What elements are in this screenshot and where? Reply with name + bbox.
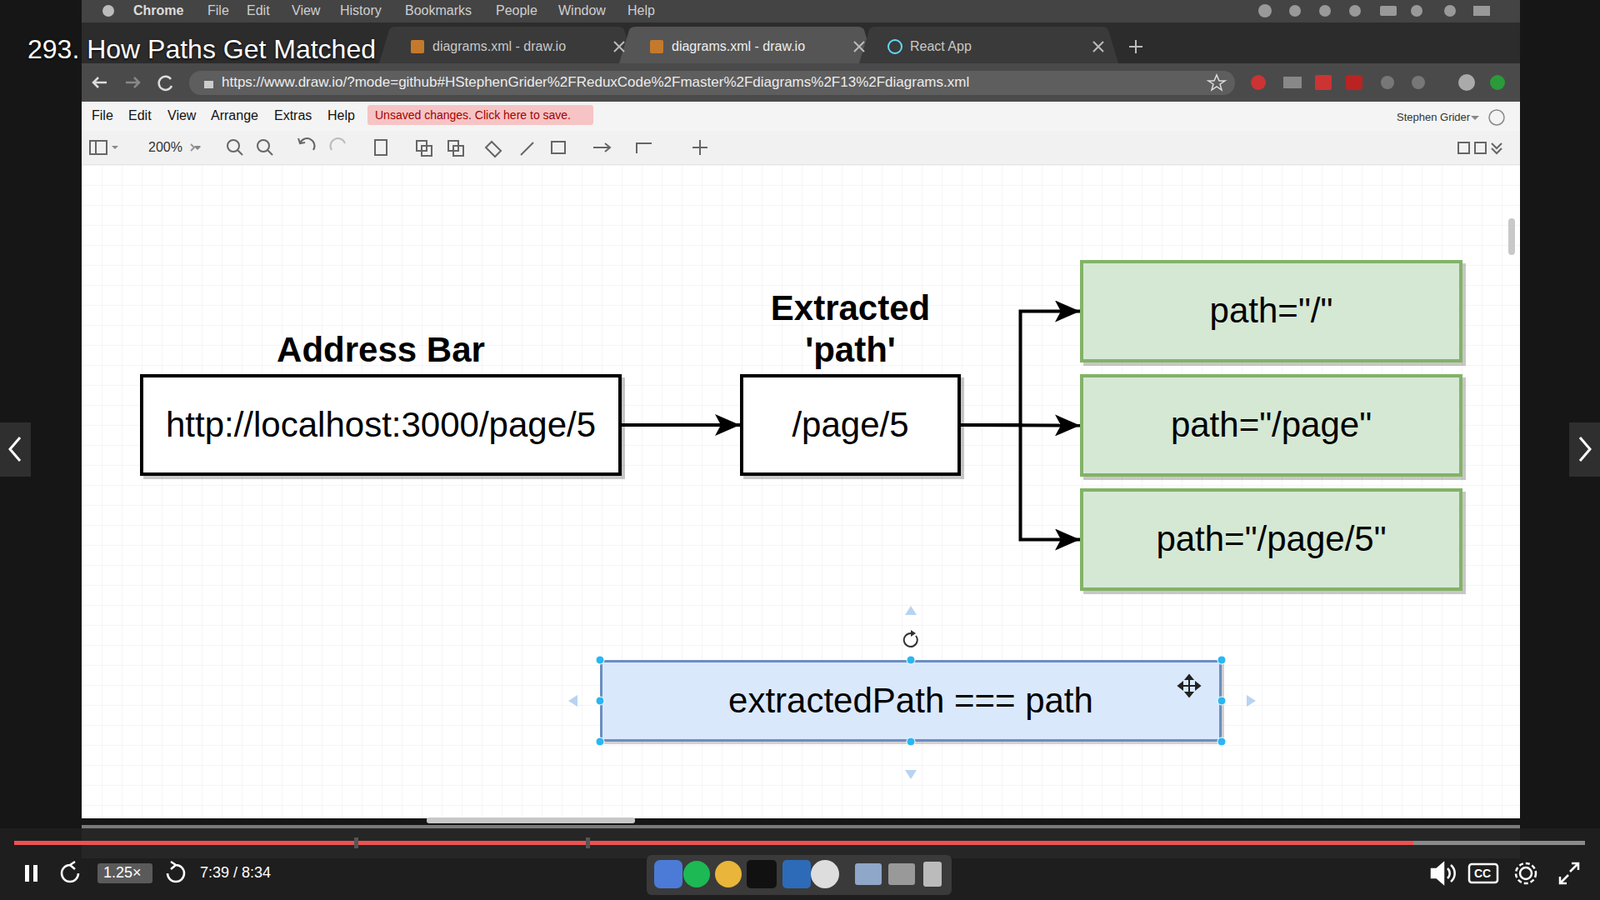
captions-button: CC (1474, 866, 1491, 881)
box-heading: Address Bar (143, 329, 619, 371)
time-display: 7:39 / 8:34 (200, 864, 271, 883)
menu-item: File (207, 2, 230, 19)
box-label: extractedPath === path (728, 680, 1094, 722)
app-menu-item: Help (327, 107, 355, 124)
menu-item: History (340, 2, 382, 19)
route-box: path="/" (1080, 260, 1463, 363)
zoom-level: 200% (148, 139, 183, 155)
route-box: path="/page" (1080, 374, 1463, 477)
menu-item: People (495, 2, 538, 19)
playback-speed: 1.25× (103, 864, 142, 883)
box-label: path="/page/5" (1155, 518, 1386, 560)
tab-title: React App (910, 38, 972, 55)
video-title: 293. How Paths Get Matched (27, 33, 376, 65)
app-menu-item: Arrange (210, 107, 259, 124)
app-menu-item: Edit (128, 107, 152, 124)
app-menu-item: View (167, 107, 196, 124)
app-menu-item: Extras (274, 107, 312, 124)
save-notice: Unsaved changes. Click here to save. (375, 108, 571, 123)
rule-box: extractedPath === path (600, 660, 1222, 742)
menu-item: Help (627, 2, 655, 19)
arrow-connector (621, 423, 740, 427)
tab-title: diagrams.xml - draw.io (432, 38, 566, 55)
user-name: Stephen Grider (1396, 110, 1470, 125)
route-box: path="/page/5" (1080, 488, 1463, 591)
arrow-connector (960, 311, 1080, 426)
box-label: path="/" (1210, 290, 1334, 332)
box-label: path="/page" (1170, 404, 1372, 446)
menu-item: View (291, 2, 320, 19)
box-label: http://localhost:3000/page/5 (165, 404, 596, 446)
tab-title: diagrams.xml - draw.io (671, 38, 805, 55)
app-menu: Chrome (133, 2, 184, 19)
app-menu-item: File (91, 107, 114, 124)
menu-item: Bookmarks (405, 2, 472, 19)
menu-item: Window (558, 2, 606, 19)
box-heading: Extracted 'path' (743, 287, 958, 371)
path-box: Extracted 'path'/page/5 (740, 374, 961, 476)
arrow-connector (960, 425, 1080, 540)
address-box: Address Barhttp://localhost:3000/page/5 (140, 374, 622, 476)
url-text: https://www.draw.io/?mode=github#HStephe… (221, 74, 970, 91)
box-label: /page/5 (791, 404, 909, 446)
menu-item: Edit (246, 2, 270, 19)
